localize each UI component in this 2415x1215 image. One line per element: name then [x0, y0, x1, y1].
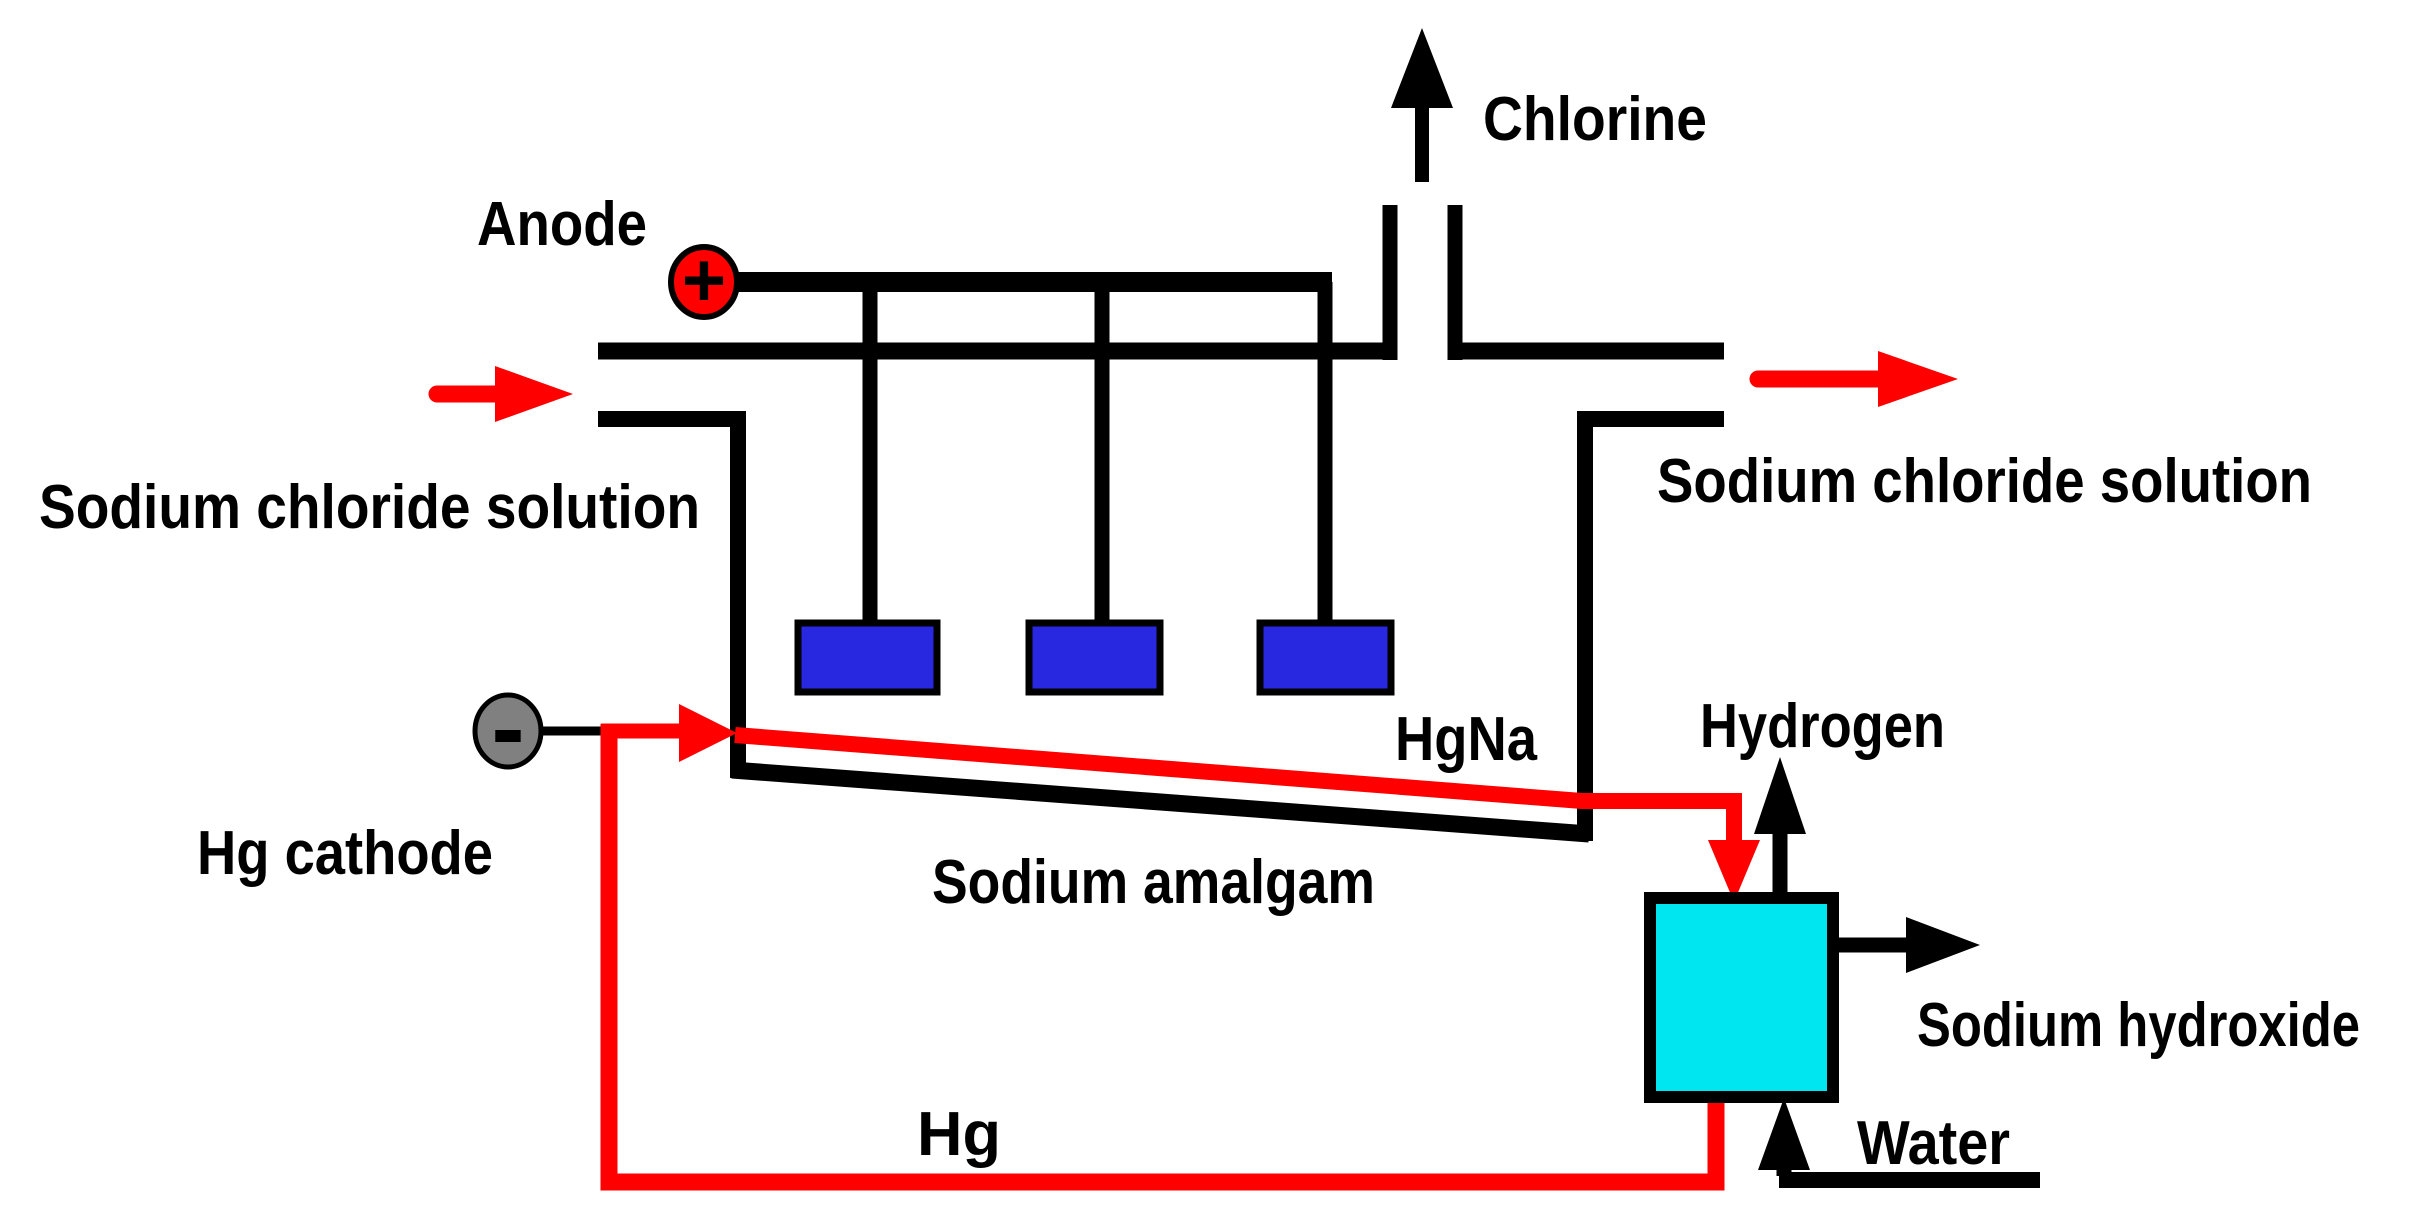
anode-label: Anode — [477, 190, 647, 259]
minus-sign: - — [491, 672, 524, 784]
sodium-chloride-left-label: Sodium chloride solution — [39, 473, 700, 542]
brine-inlet-arrowhead — [495, 366, 573, 422]
decomposer — [1644, 757, 2040, 1188]
hgna-label: HgNa — [1395, 705, 1537, 774]
naoh-arrowhead — [1906, 917, 1980, 973]
plus-sign: + — [682, 238, 726, 323]
amalgam-stream-line — [734, 727, 1742, 846]
mercury-flow — [428, 351, 1958, 1191]
sodium-amalgam-label: Sodium amalgam — [932, 848, 1375, 917]
anode-plate-3 — [1256, 619, 1395, 696]
anode-terminal — [668, 244, 740, 320]
chlorine-outlet — [1391, 28, 1453, 182]
decomposer-box — [1644, 892, 1839, 1103]
brine-outlet-arrowhead — [1878, 351, 1958, 407]
hydrogen-arrowhead — [1754, 757, 1806, 834]
sodium-chloride-right-label: Sodium chloride solution — [1657, 447, 2312, 516]
water-arrowhead — [1758, 1098, 1810, 1170]
hydrogen-label: Hydrogen — [1700, 692, 1945, 761]
anode-plate-2 — [1025, 619, 1164, 696]
sodium-hydroxide-label: Sodium hydroxide — [1917, 991, 2360, 1060]
hg-recirculation-line — [600, 724, 1725, 1191]
anode-plate-1 — [794, 619, 941, 696]
anode-assembly: + — [668, 238, 1395, 696]
chlorine-label: Chlorine — [1483, 85, 1707, 154]
hg-label: Hg — [917, 1100, 1001, 1169]
hg-cathode-label: Hg cathode — [197, 819, 493, 888]
water-label: Water — [1857, 1109, 2010, 1178]
amalgam-down-arrowhead — [1708, 840, 1760, 902]
electrolysis-cell — [598, 205, 1724, 843]
cathode-terminal — [472, 692, 544, 770]
cathode-feed-arrowhead — [679, 704, 737, 762]
cell-bottom-slope — [731, 761, 1590, 843]
chlorine-arrowhead — [1391, 28, 1453, 108]
cathode-assembly: - — [472, 672, 614, 784]
